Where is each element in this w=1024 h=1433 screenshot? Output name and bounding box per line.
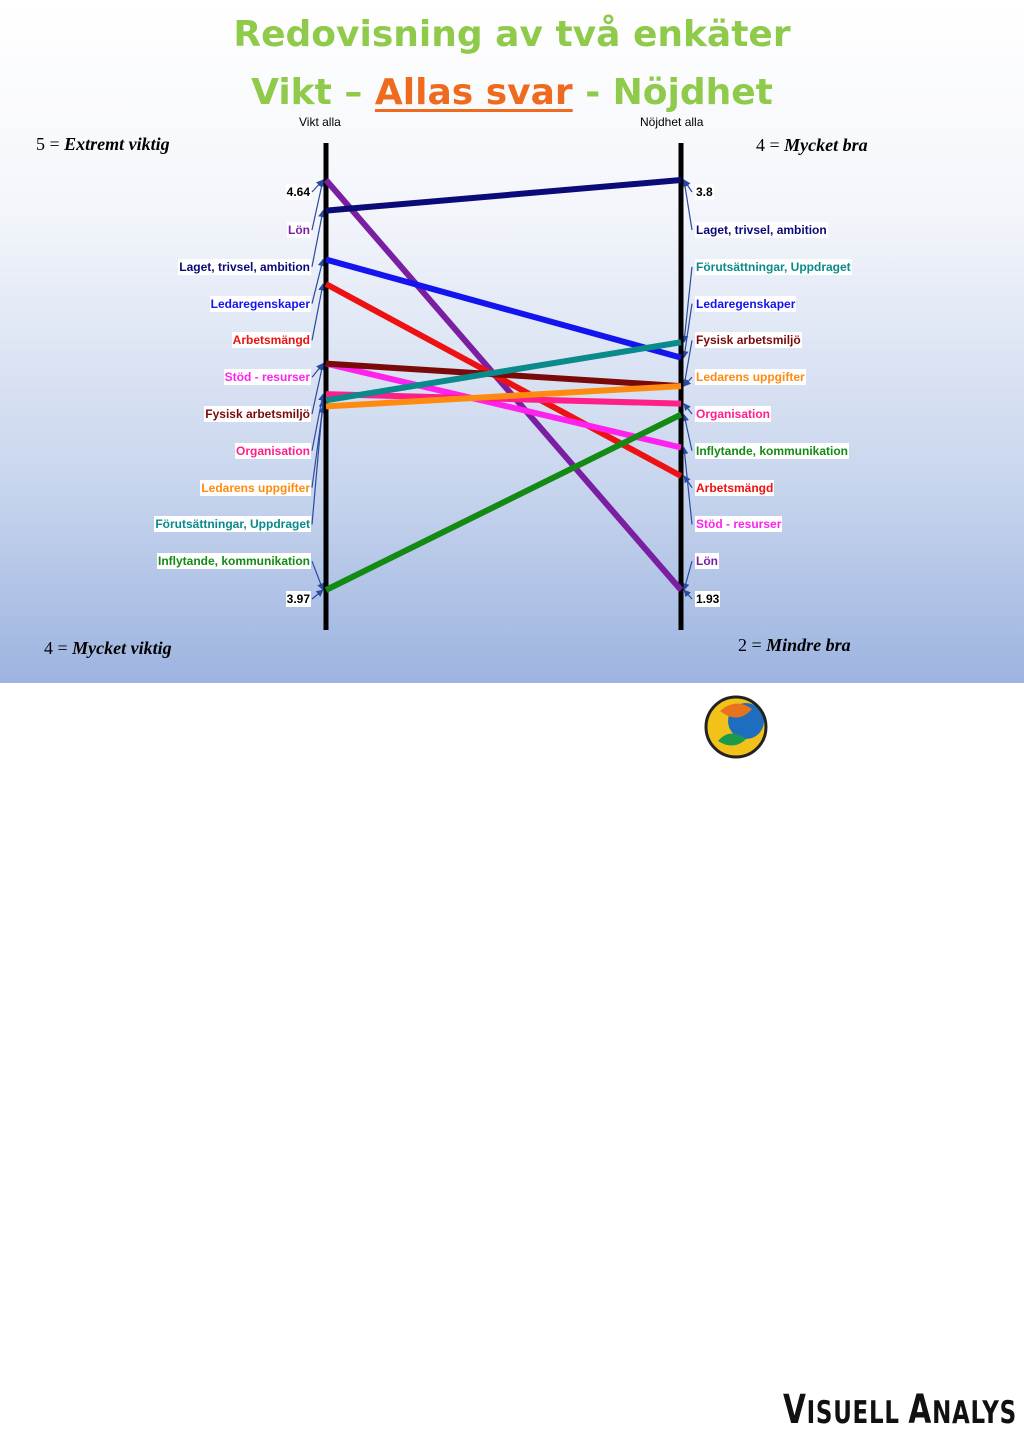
logo-word: ISUELL [806,1395,909,1431]
right-label-8: Stöd - resurser [695,516,783,533]
logo-letter: A [908,1387,933,1433]
connector-right-8 [681,446,693,525]
left-axis-min-label: 3.97 [285,591,311,607]
right-axis-max-label: 3.8 [695,184,714,200]
series-line-8 [325,339,682,404]
subtitle-left: Vikt – [251,72,375,113]
series-line-1 [325,177,682,214]
connector-left-min [311,589,324,600]
right-label-5: Organisation [695,406,772,422]
right-top-note: 4 = Mycket bra [756,135,868,156]
series-line-9 [324,411,683,593]
series-line-2 [325,256,682,361]
connector-right-6 [681,413,693,451]
note-bold: Mycket viktig [72,638,172,658]
connector-left-3 [311,283,326,341]
logo-word: NALYS [932,1395,1017,1431]
right-axis-min-label: 1.93 [695,591,721,607]
connector-left-2 [311,258,325,304]
right-label-2: Ledaregenskaper [695,295,797,312]
connector-left-8 [311,399,327,525]
footer: VISUELL ANALYS [0,683,1024,1433]
note-bold: Mycket bra [784,135,868,155]
connector-right-9 [682,561,693,591]
series-line-5 [325,360,682,390]
left-label-7: Ledarens uppgifter [200,479,311,496]
left-axis-title: Vikt alla [299,115,341,129]
connector-left-0 [311,179,326,231]
left-label-8: Förutsättningar, Uppdraget [154,516,311,533]
visuell-analys-logo-icon [704,695,768,759]
note-bold: Mindre bra [766,635,851,655]
right-label-7: Arbetsmängd [695,479,775,496]
page-subtitle: Vikt – Allas svar - Nöjdhet [0,72,1024,113]
visuell-analys-logo-text: VISUELL ANALYS [783,1387,1017,1433]
connector-left-5 [311,362,326,415]
connector-right-min [683,589,693,600]
label-connectors [311,179,693,600]
left-top-note: 5 = Extremt viktig [36,134,170,155]
series-line-0 [323,178,684,592]
note-prefix: 4 = [44,638,73,658]
left-label-1: Laget, trivsel, ambition [178,258,311,275]
subtitle-highlight: Allas svar [374,72,573,113]
right-label-3: Fysisk arbetsmiljö [695,332,802,349]
logo-letter: V [783,1387,807,1433]
right-label-1: Förutsättningar, Uppdraget [695,258,852,275]
series-line-4 [325,360,682,451]
right-label-9: Lön [695,553,719,570]
right-label-6: Inflytande, kommunikation [695,442,850,459]
series-lines [323,177,684,593]
connector-right-0 [681,179,693,231]
left-label-0: Lön [287,222,311,238]
connector-right-3 [681,340,693,387]
left-bottom-note: 4 = Mycket viktig [44,638,172,659]
right-label-4: Ledarens uppgifter [695,369,806,386]
connector-right-5 [683,403,693,415]
connector-right-2 [681,303,693,359]
right-bottom-note: 2 = Mindre bra [738,635,851,656]
left-label-5: Fysisk arbetsmiljö [204,406,311,422]
left-label-3: Arbetsmängd [231,332,311,349]
note-bold: Extremt viktig [64,134,170,154]
subtitle-right: - Nöjdhet [572,72,773,113]
connector-left-1 [311,209,326,267]
left-label-2: Ledaregenskaper [209,295,311,312]
series-line-7 [325,383,682,410]
slope-chart [311,143,693,630]
left-label-6: Organisation [234,442,311,459]
note-prefix: 4 = [756,135,785,155]
right-label-0: Laget, trivsel, ambition [695,222,828,238]
right-axis-title: Nöjdhet alla [640,115,704,129]
connector-left-9 [311,560,325,591]
page-title: Redovisning av två enkäter [233,14,791,55]
note-prefix: 2 = [738,635,767,655]
left-label-9: Inflytande, kommunikation [156,553,311,570]
left-axis-max-label: 4.64 [285,184,311,200]
left-label-4: Stöd - resurser [223,369,311,386]
connector-right-1 [681,266,693,343]
connector-right-4 [683,376,693,387]
note-prefix: 5 = [36,134,65,154]
